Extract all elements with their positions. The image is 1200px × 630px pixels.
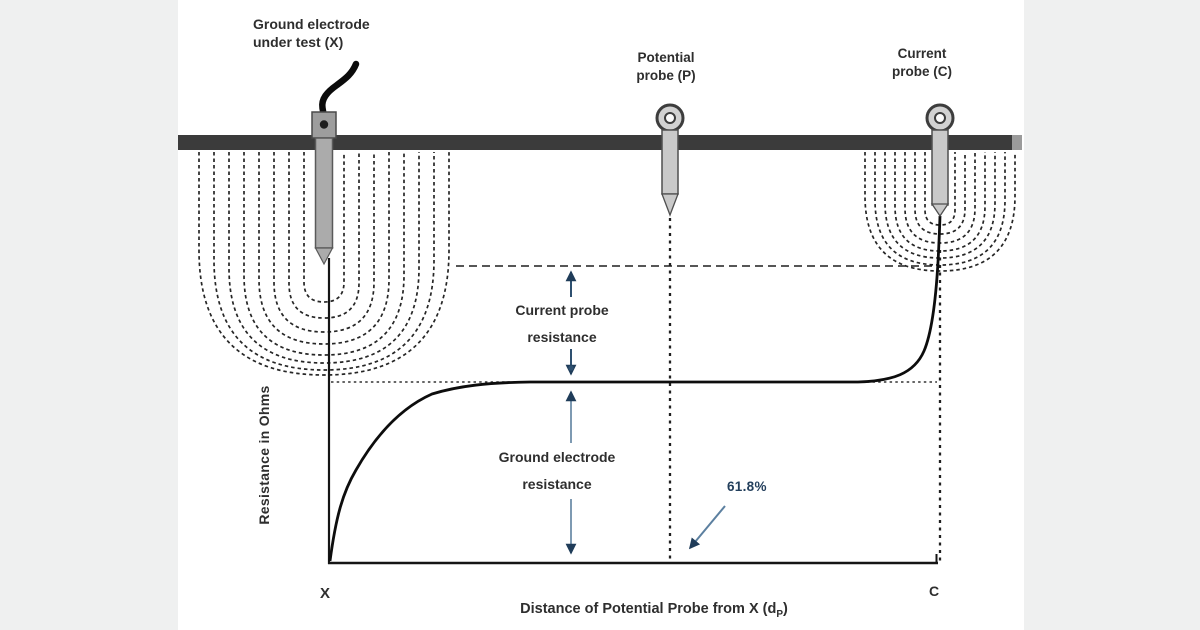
current-probe-label-line1: Current (897, 46, 947, 61)
test-lead-wire (319, 60, 360, 118)
x-axis-title-prefix: Distance of Potential Probe from X (d (520, 601, 777, 617)
ground-electrode-rod (314, 137, 334, 249)
potential-probe-label-line1: Potential (637, 50, 695, 65)
ground-electrode-label: Ground electrode under test (X) (253, 15, 370, 51)
resistance-curve (328, 215, 942, 562)
ground-electrode-tip (314, 247, 334, 266)
percent-618-label: 61.8% (727, 479, 767, 494)
x-axis-title-subscript: P (776, 608, 784, 620)
current-probe-label: Current probe (C) (866, 45, 978, 80)
current-probe-rod (931, 129, 949, 206)
x-origin-marker: X (319, 585, 330, 602)
ground-electrode-label-line1: Ground electrode (253, 16, 370, 32)
potential-probe-rod (661, 129, 679, 195)
potential-probe-label-line2: probe (P) (636, 67, 696, 83)
ground-electrode-resistance-line2: resistance (522, 476, 592, 492)
field-line (864, 152, 1016, 272)
ground-surface-bar-end (1012, 135, 1022, 150)
ground-electrode-label-line2: under test (X) (253, 34, 344, 50)
y-axis-title: Resistance in Ohms (256, 385, 272, 525)
potential-probe-label: Potential probe (P) (607, 49, 725, 84)
field-line (198, 152, 450, 376)
annotation-dot (568, 365, 574, 371)
c-end-marker: C (928, 583, 940, 599)
ground-surface-bar (178, 135, 1016, 150)
current-probe-tip (930, 203, 950, 218)
x-axis-title: Distance of Potential Probe from X (dP) (398, 601, 910, 620)
potential-probe-tip (661, 193, 679, 217)
field-line (303, 152, 345, 303)
field-line (874, 152, 1006, 266)
ground-electrode-resistance-label: Ground electrode resistance (477, 444, 637, 498)
current-probe-ring-hole (934, 112, 946, 124)
field-line (243, 152, 405, 356)
diagram-panel (178, 0, 1024, 630)
field-line (273, 152, 375, 333)
field-line (884, 152, 996, 259)
field-line (213, 152, 435, 371)
current-probe-resistance-line1: Current probe (515, 302, 609, 318)
ground-electrode-resistance-line1: Ground electrode (498, 449, 616, 465)
potential-probe-ring-hole (664, 112, 676, 124)
x-axis-title-suffix: ) (783, 601, 788, 617)
field-line (228, 152, 420, 364)
current-probe-label-line2: probe (C) (892, 63, 952, 79)
field-line (924, 152, 956, 226)
current-probe-resistance-label: Current probe resistance (489, 297, 635, 351)
field-lines-ground-electrode (198, 152, 450, 376)
field-line (914, 152, 966, 235)
percent-pointer-arrow (688, 505, 726, 550)
field-line (288, 152, 360, 319)
electrode-clamp-bolt (319, 120, 329, 129)
current-probe-resistance-line2: resistance (527, 329, 597, 345)
